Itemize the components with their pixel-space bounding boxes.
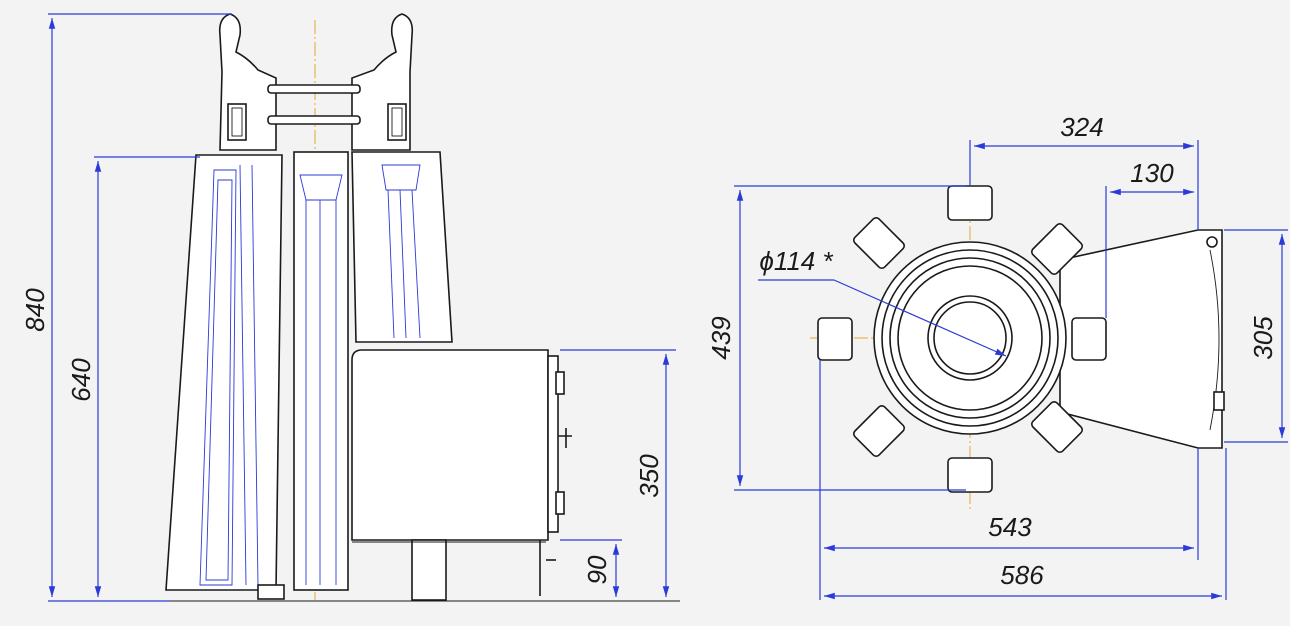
dim-90-label: 90	[582, 555, 612, 584]
flue-rings	[873, 241, 1067, 435]
dim-840-label: 840	[20, 288, 50, 332]
lower-bar	[267, 115, 361, 125]
upper-bar	[267, 84, 361, 94]
top-view	[810, 160, 1225, 510]
dim-586-label: 586	[1000, 560, 1044, 590]
dim-640-label: 640	[66, 358, 96, 402]
dim-439-label: 439	[706, 316, 736, 359]
left-foot	[257, 584, 285, 600]
left-panel	[165, 154, 283, 591]
dimensions: 840 640 350 90 439 324 130 ϕ114 * 305 54…	[20, 13, 1288, 602]
firebox	[351, 349, 572, 601]
center-column	[293, 151, 349, 591]
dim-350-label: 350	[634, 454, 664, 498]
right-handle	[351, 13, 414, 162]
dim-diameter-label: ϕ114 *	[759, 246, 833, 276]
side-view	[165, 13, 680, 602]
dim-324-label: 324	[1060, 112, 1103, 142]
radial-stubs	[817, 185, 1107, 493]
dim-543-label: 543	[988, 512, 1032, 542]
left-handle	[218, 13, 277, 162]
right-panel	[351, 151, 453, 343]
dim-305-label: 305	[1248, 316, 1278, 360]
dim-130-label: 130	[1130, 158, 1174, 188]
